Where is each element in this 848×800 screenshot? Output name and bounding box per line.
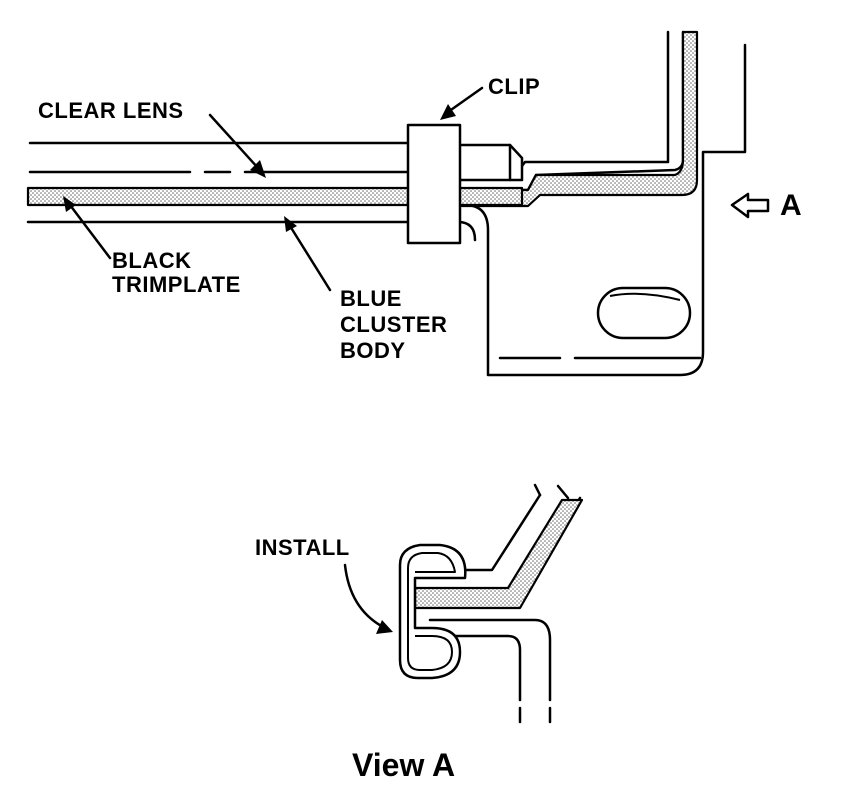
clip-block (406, 123, 462, 245)
black-trimplate-label-line2: TRIMPLATE (112, 272, 241, 297)
black-trimplate-label-line1: BLACK (112, 248, 192, 273)
black-trimplate-arrowhead (63, 196, 76, 212)
blue-cluster-leader (288, 224, 332, 292)
view-a-arrow-label: A (780, 189, 802, 222)
housing-bracket (463, 43, 747, 377)
black-trimplate-strip (26, 186, 412, 207)
view-a-detail: INSTALL View A (255, 483, 584, 783)
black-trimplate-leader (68, 203, 112, 260)
bracket-slot-highlight (609, 292, 681, 301)
blue-cluster-label-line1: BLUE (340, 286, 402, 311)
clear-lens-arrowhead (250, 160, 266, 178)
clip-leader (446, 86, 484, 114)
install-clip-inner (407, 552, 456, 671)
view-a-title: View A (352, 747, 455, 783)
detail-outer-wall-dash (556, 484, 570, 500)
install-clip-shape (398, 543, 467, 680)
clip-label: CLIP (488, 74, 540, 99)
detail-inner-wall-dash (533, 483, 542, 497)
bracket-slot (596, 286, 692, 340)
blue-cluster-label-line3: BODY (340, 338, 406, 363)
detail-lower-bracket-outer (428, 618, 552, 702)
clip-arrowhead (440, 104, 456, 120)
install-arrowhead (376, 620, 393, 634)
blue-cluster-label-line2: CLUSTER (340, 312, 447, 337)
cluster-body-wall-inner (511, 30, 670, 180)
clear-lens-extension (456, 143, 524, 182)
view-a-arrow-icon (730, 192, 770, 219)
detail-lower-bracket-inner (446, 634, 522, 702)
clear-lens-leader (208, 113, 260, 170)
main-section-view: A CLEAR LENS CLIP BLACK TRIMPLATE BLUE C… (26, 30, 802, 377)
install-leader (343, 563, 387, 630)
detail-lower-dashes (518, 706, 552, 724)
clear-lens-label: CLEAR LENS (38, 98, 184, 123)
trimplate-right-piece (456, 186, 524, 207)
blue-cluster-arrowhead (284, 216, 297, 232)
install-label: INSTALL (255, 535, 350, 560)
